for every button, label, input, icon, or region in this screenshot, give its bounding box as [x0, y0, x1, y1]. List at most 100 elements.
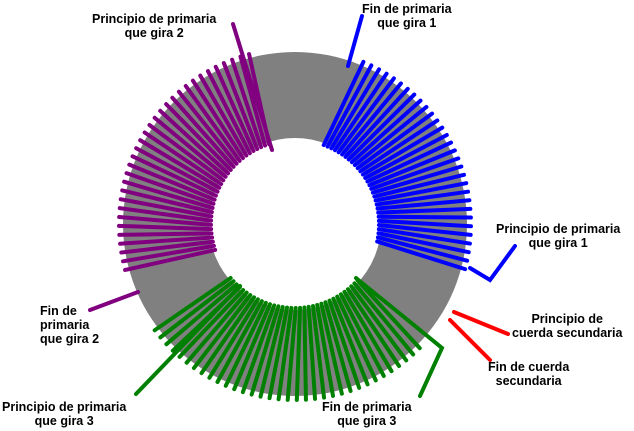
primary-2-turn — [198, 73, 249, 158]
primary-3-turn — [276, 305, 294, 402]
label-line: que gira 2 — [124, 26, 184, 40]
primary-1-turn — [375, 235, 470, 263]
primary-1-turn — [365, 140, 454, 184]
primary-3-turn — [223, 300, 268, 388]
primary-3-turn — [345, 287, 402, 368]
primary-2-turn — [127, 162, 217, 202]
primary-1-turn — [340, 81, 403, 157]
primary-1-turn — [352, 104, 429, 168]
primary-2-turn — [122, 179, 215, 210]
primary-3-turn — [258, 305, 285, 399]
primary-1-turn — [376, 218, 473, 229]
label-line: primaria — [40, 318, 90, 332]
primary-2-turn — [176, 89, 239, 166]
primary-2-turn — [117, 223, 214, 232]
lead-end-primary-1 — [346, 14, 364, 68]
primary-3-turn — [355, 278, 422, 351]
primary-2-turn — [152, 115, 228, 179]
primary-2-turn — [123, 247, 218, 272]
primary-3-turn — [294, 305, 303, 402]
primary-2-turn — [124, 171, 216, 206]
label-line: Principio de primaria — [496, 222, 621, 236]
primary-3-turn — [302, 305, 308, 402]
primary-3-turn — [319, 301, 344, 396]
primary-1-turn — [376, 214, 473, 220]
primary-2-turn — [119, 239, 215, 255]
primary-1-turn — [358, 118, 440, 174]
label-line: secundaria — [495, 374, 562, 388]
primary-1-turn — [376, 223, 473, 237]
primary-3-turn — [199, 295, 257, 376]
primary-2-turn — [183, 83, 242, 163]
label-line: que gira 3 — [34, 414, 94, 428]
primary-1-turn — [321, 59, 366, 148]
primary-2-turn — [158, 108, 231, 176]
lead-end-primary-3 — [354, 276, 445, 398]
primary-1-turn — [329, 67, 382, 151]
primary-2-turn — [118, 235, 215, 246]
label-line: Principio de primaria — [92, 12, 217, 26]
primary-2-turn — [190, 78, 245, 161]
primary-3-turn — [177, 288, 246, 359]
lead-start-secondary — [452, 310, 510, 336]
primary-3-turn — [191, 293, 253, 371]
primary-1-turn — [360, 125, 445, 177]
primary-3-turn — [310, 304, 327, 400]
primary-2-turn — [117, 206, 214, 223]
primary-2-turn — [170, 95, 236, 169]
leads — [88, 14, 517, 398]
label-line: que gira 1 — [377, 16, 437, 30]
primary-1-turn — [375, 198, 472, 211]
label-line: Fin de primaria — [362, 2, 452, 16]
primary-3-turn — [349, 284, 409, 363]
primary-2-turn — [118, 197, 214, 219]
primary-1-turn — [333, 71, 389, 153]
primary-3-turn — [184, 290, 249, 365]
primary-2-turn — [138, 138, 222, 190]
primary-2-turn — [117, 231, 214, 237]
primary-1-turn — [349, 98, 423, 165]
windings — [117, 52, 473, 402]
label-line: Principio de — [531, 312, 603, 326]
lead-start-primary-3 — [134, 284, 242, 396]
primary-3-turn — [327, 298, 362, 390]
primary-1-turn — [376, 227, 472, 246]
primary-3-turn — [342, 289, 394, 374]
primary-3-turn — [152, 275, 233, 333]
primary-1-turn — [367, 148, 457, 188]
primary-1-turn — [325, 63, 374, 149]
label-line: que gira 2 — [40, 332, 100, 346]
primary-2-turn — [221, 61, 260, 151]
label-line: cuerda secundaria — [512, 326, 623, 340]
primary-1-turn — [374, 189, 471, 207]
primary-1-turn — [355, 111, 435, 171]
primary-1-turn — [373, 181, 469, 203]
primary-2-turn — [213, 64, 256, 153]
primary-2-turn — [130, 154, 218, 198]
primary-3-turn — [315, 303, 335, 398]
label-line: Fin de — [40, 304, 77, 318]
primary-2-turn — [120, 188, 214, 215]
primary-3-turn — [158, 279, 236, 340]
primary-1-turn — [376, 206, 473, 215]
primary-1-turn — [336, 76, 396, 155]
primary-3-turn — [352, 281, 416, 357]
label-line: que gira 3 — [337, 414, 397, 428]
primary-1-turn — [346, 92, 417, 162]
lead-start-primary-1 — [468, 244, 517, 283]
primary-3-turn — [207, 297, 260, 380]
label-line: Fin de cuerda — [488, 360, 570, 374]
primary-3-turn — [240, 303, 277, 395]
primary-3-turn — [164, 282, 239, 347]
primary-1-turn — [372, 172, 466, 199]
primary-1-turn — [375, 239, 468, 272]
primary-2-turn — [117, 214, 214, 227]
